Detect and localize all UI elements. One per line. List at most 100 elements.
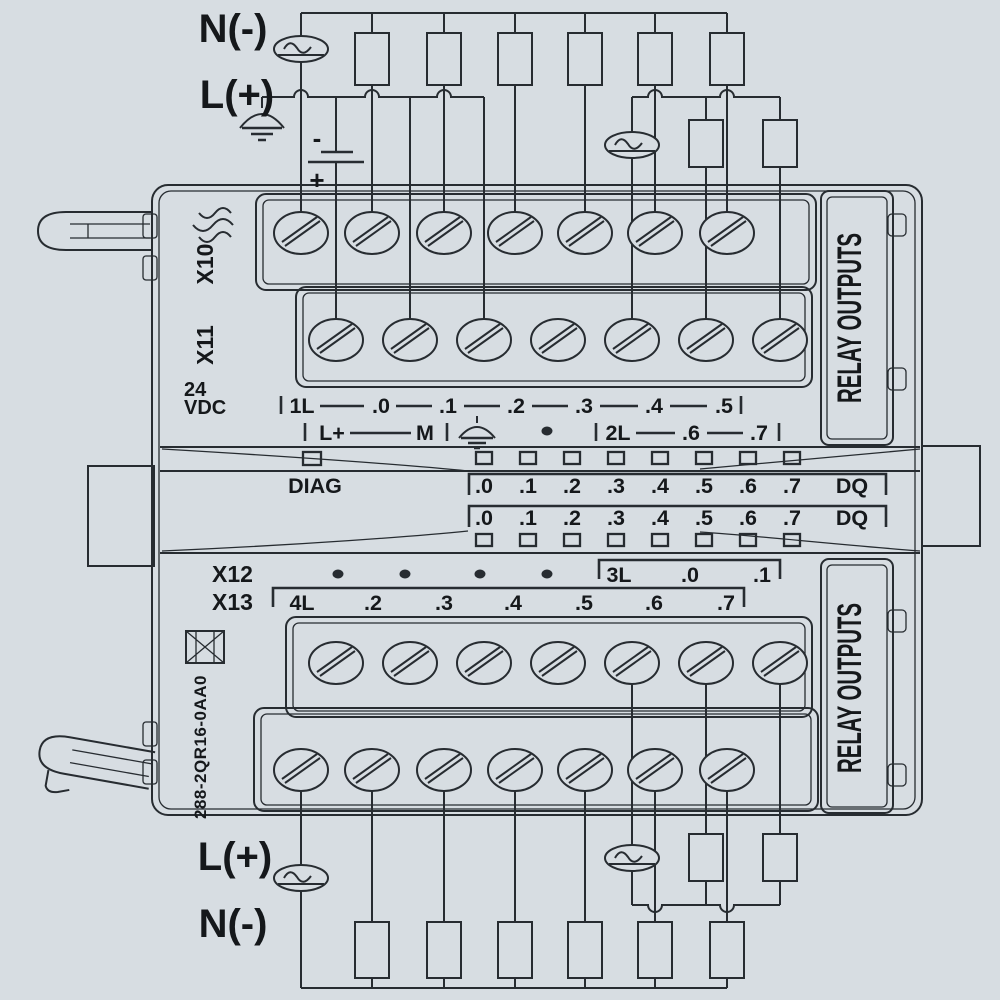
cover-tab: [887, 367, 907, 391]
terminal-screw[interactable]: [273, 211, 329, 255]
terminal-screw[interactable]: [627, 211, 683, 255]
terminal-screw[interactable]: [530, 318, 586, 362]
status-led: [738, 532, 758, 548]
bottom-line-label: L(+): [198, 835, 272, 879]
dq-label: .4: [651, 506, 669, 530]
terminal-screw[interactable]: [456, 641, 512, 685]
terminal-label: .6: [645, 591, 663, 615]
terminal-label: 4L: [289, 591, 314, 615]
terminal-label: 1L: [289, 394, 314, 418]
no-connect-bullet: [474, 569, 486, 579]
dq-label: .6: [739, 506, 757, 530]
terminal-row-x13[interactable]: [273, 748, 755, 792]
terminal-screw[interactable]: [456, 318, 512, 362]
relay-outputs-cover-bottom[interactable]: [820, 558, 907, 814]
terminal-screw[interactable]: [344, 748, 400, 792]
terminal-screw[interactable]: [530, 641, 586, 685]
load-box: [709, 921, 745, 979]
load-box: [426, 921, 462, 979]
terminal-row-x11[interactable]: [308, 318, 808, 362]
left-bus-connector: [87, 465, 155, 567]
terminal-screw[interactable]: [604, 318, 660, 362]
din-rail-clip-bottom[interactable]: [33, 732, 156, 808]
load-box: [354, 32, 390, 86]
terminal-screw[interactable]: [627, 748, 683, 792]
bottom-neutral-label: N(-): [199, 902, 268, 946]
load-box: [709, 32, 745, 86]
cover-tab: [887, 763, 907, 787]
relay-outputs-cover-top[interactable]: [820, 190, 907, 446]
connector-label-x11: X11: [192, 325, 218, 365]
terminal-screw[interactable]: [308, 318, 364, 362]
cover-label-top: RELAY OUTPUTS: [831, 233, 869, 403]
terminal-screw[interactable]: [382, 318, 438, 362]
terminal-screw[interactable]: [344, 211, 400, 255]
dq-label: .6: [739, 474, 757, 498]
terminal-label: 2L: [605, 421, 630, 445]
part-number: 288-2QR16-0AA0: [191, 675, 210, 819]
battery-plus-sign: +: [309, 165, 324, 195]
status-led: [694, 450, 714, 466]
load-box: [688, 833, 724, 882]
terminal-screw[interactable]: [487, 748, 543, 792]
dq-label: .4: [651, 474, 669, 498]
terminal-screw[interactable]: [308, 641, 364, 685]
dq-label: .7: [783, 474, 801, 498]
dq-labels-top: .0 .1 .2 .3 .4 .5 .6 .7 DQ: [475, 474, 868, 498]
terminal-screw[interactable]: [382, 641, 438, 685]
terminal-screw[interactable]: [699, 748, 755, 792]
dq-label: .0: [475, 474, 493, 498]
terminal-screw[interactable]: [273, 748, 329, 792]
dq-label: .3: [607, 474, 625, 498]
terminal-screw[interactable]: [752, 641, 808, 685]
terminal-screw[interactable]: [604, 641, 660, 685]
terminal-row-x10[interactable]: [273, 211, 755, 255]
ac-source-icon: [273, 35, 329, 63]
terminal-screw[interactable]: [416, 211, 472, 255]
status-led: [650, 532, 670, 548]
earth-icon: [458, 416, 496, 450]
terminal-labels-x10: 1L .0 .1 .2 .3 .4 .5: [289, 394, 733, 418]
load-box: [567, 921, 603, 979]
diag-led: [301, 450, 323, 467]
terminal-screw[interactable]: [487, 211, 543, 255]
load-box: [354, 921, 390, 979]
terminal-label: .7: [717, 591, 735, 615]
cover-tab: [887, 213, 907, 237]
terminal-screw[interactable]: [678, 641, 734, 685]
terminal-screw[interactable]: [557, 211, 613, 255]
certification-mark-icon: [185, 630, 225, 664]
bottom-field-wiring: [273, 684, 798, 989]
status-led: [562, 450, 582, 466]
terminal-screw[interactable]: [678, 318, 734, 362]
terminal-label: .6: [682, 421, 700, 445]
dq-label: .1: [519, 474, 537, 498]
no-connect-bullet: [332, 569, 344, 579]
dq-label: .7: [783, 506, 801, 530]
cover-label-bottom: RELAY OUTPUTS: [831, 603, 869, 773]
battery-icon: [308, 97, 364, 320]
terminal-screw[interactable]: [416, 748, 472, 792]
terminal-label: .0: [681, 563, 699, 587]
load-box: [497, 921, 533, 979]
module-body: [142, 184, 923, 816]
status-led: [518, 532, 538, 548]
status-led: [606, 532, 626, 548]
status-led: [606, 450, 626, 466]
voltage-label-vdc: VDC: [184, 397, 226, 419]
load-box: [762, 119, 798, 168]
status-led: [562, 532, 582, 548]
din-rail-clip-top[interactable]: [36, 211, 152, 251]
dq-label: .5: [695, 506, 713, 530]
load-box: [637, 921, 673, 979]
terminal-row-x12[interactable]: [308, 641, 808, 685]
top-field-wiring: [239, 12, 798, 320]
terminal-block-x13: [253, 707, 819, 812]
terminal-screw[interactable]: [752, 318, 808, 362]
terminal-label: .0: [372, 394, 390, 418]
terminal-label: .4: [645, 394, 663, 418]
terminal-screw[interactable]: [557, 748, 613, 792]
terminal-screw[interactable]: [699, 211, 755, 255]
terminal-label: .4: [504, 591, 522, 615]
